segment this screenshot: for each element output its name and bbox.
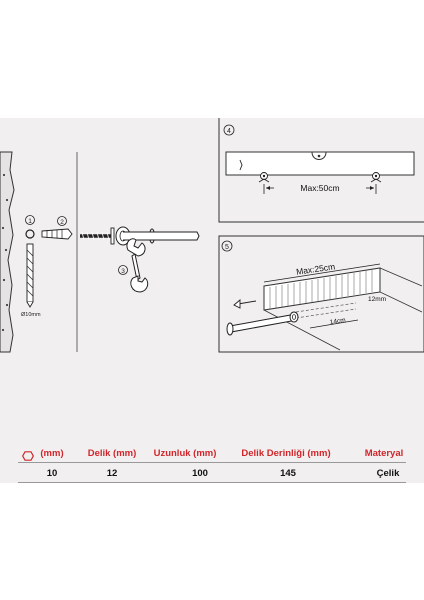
value-hex-size: 10 <box>46 468 58 479</box>
dimension-50cm: Max:50cm <box>263 183 377 194</box>
step-2-marker: 2 <box>57 216 67 226</box>
step-3-label: 3 <box>121 268 125 275</box>
mount-point-right-icon <box>370 172 382 183</box>
wrench-icon <box>126 238 149 293</box>
dimension-14cm-label: 14cm <box>329 317 346 326</box>
header-hex-size: (mm) <box>40 448 64 459</box>
insert-arrow-icon <box>233 299 257 309</box>
spec-table: (mm) Delik (mm) Uzunluk (mm) Delik Derin… <box>0 444 424 484</box>
step-1-label: 1 <box>28 218 32 225</box>
value-material: Çelik <box>376 468 400 479</box>
table-divider <box>18 462 406 463</box>
step-4-label: 4 <box>227 128 231 135</box>
value-hole: 12 <box>106 468 118 479</box>
bolt-insert-icon <box>226 311 299 336</box>
step-4-marker: 4 <box>223 124 235 136</box>
header-hole: Delik (mm) <box>87 448 137 459</box>
step-3-marker: 3 <box>118 265 128 275</box>
step-5-label: 5 <box>225 244 229 251</box>
table-bottom-rule <box>18 482 406 483</box>
drill-diameter-label: Ø10mm <box>21 312 41 318</box>
header-length: Uzunluk (mm) <box>153 448 217 459</box>
hexagon-icon <box>22 448 34 466</box>
max-50cm-label: Max:50cm <box>300 183 339 193</box>
value-hole-depth: 145 <box>280 468 296 479</box>
shelf-perspective <box>263 267 423 351</box>
header-hole-depth: Delik Derinliği (mm) <box>241 448 331 459</box>
panel-4-frame <box>218 118 424 223</box>
value-length: 100 <box>192 468 208 479</box>
illustration-background <box>0 118 424 483</box>
panel-5-frame <box>218 235 424 353</box>
step-5-marker: 5 <box>221 240 233 252</box>
header-material: Materyal <box>364 448 404 459</box>
shelf-top-view <box>225 151 415 176</box>
step-2-label: 2 <box>60 219 64 226</box>
max-25cm-label: Max:25cm <box>295 261 335 276</box>
drill-bit-icon <box>26 243 34 308</box>
anchor-bolt-icon <box>80 226 200 246</box>
dimension-12mm-label: 12mm <box>368 296 386 303</box>
wall-section <box>0 151 15 353</box>
hole-icon <box>25 229 35 239</box>
wall-plug-icon <box>41 228 73 240</box>
mount-point-left-icon <box>258 172 270 183</box>
step-1-marker: 1 <box>25 215 35 225</box>
dimension-14cm: 14cm <box>309 317 359 329</box>
